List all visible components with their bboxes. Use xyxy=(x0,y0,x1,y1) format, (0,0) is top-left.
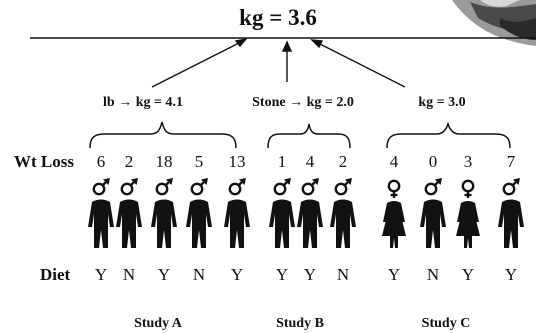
woman-figure-icon xyxy=(382,201,406,248)
diet-value: Y xyxy=(304,265,316,284)
participant: 13Y xyxy=(224,152,250,284)
study-b-name: Study B xyxy=(276,316,324,331)
man-figure-icon xyxy=(186,199,212,248)
study-c-brace xyxy=(386,121,511,149)
wt-loss-value: 0 xyxy=(429,152,438,171)
man-figure-icon xyxy=(420,199,446,248)
male-symbol-icon xyxy=(502,178,520,196)
study-a-name: Study A xyxy=(134,316,183,331)
female-symbol-icon xyxy=(387,179,401,198)
diet-value: Y xyxy=(462,265,474,284)
diet-value: Y xyxy=(388,265,400,284)
male-symbol-icon xyxy=(301,178,319,196)
male-symbol-icon xyxy=(190,178,208,196)
woman-figure-icon xyxy=(456,201,480,248)
male-symbol-icon xyxy=(228,178,246,196)
wt-loss-value: 5 xyxy=(195,152,204,171)
wt-loss-value: 6 xyxy=(97,152,106,171)
convergence-arrows xyxy=(151,37,406,88)
participant: 3Y xyxy=(456,152,480,284)
diet-row-label: Diet xyxy=(40,265,71,284)
diet-value: N xyxy=(123,265,135,284)
man-figure-icon xyxy=(297,199,323,248)
diet-value: N xyxy=(427,265,439,284)
male-symbol-icon xyxy=(155,178,173,196)
participant: 2N xyxy=(116,152,142,284)
wt-loss-value: 18 xyxy=(156,152,173,171)
male-symbol-icon xyxy=(92,178,110,196)
diet-value: Y xyxy=(276,265,288,284)
man-figure-icon xyxy=(116,199,142,248)
study-a-conversion: lb → kg = 4.1 xyxy=(103,95,183,110)
participant: 18Y xyxy=(151,152,177,284)
participant: 4Y xyxy=(297,152,323,284)
man-figure-icon xyxy=(151,199,177,248)
male-symbol-icon xyxy=(424,178,442,196)
participant: 6Y xyxy=(88,152,114,284)
wt-loss-value: 13 xyxy=(229,152,246,171)
male-symbol-icon xyxy=(273,178,291,196)
wt-loss-value: 2 xyxy=(339,152,348,171)
study-c-conversion: kg = 3.0 xyxy=(418,95,465,110)
study-a-brace xyxy=(89,121,237,149)
wt-loss-row-label: Wt Loss xyxy=(14,152,74,171)
wt-loss-value: 1 xyxy=(278,152,287,171)
participant: 0N xyxy=(420,152,446,284)
wt-loss-value: 4 xyxy=(306,152,315,171)
wt-loss-value: 2 xyxy=(125,152,134,171)
wt-loss-value: 4 xyxy=(390,152,399,171)
corner-photo xyxy=(452,0,536,46)
study-c-name: Study C xyxy=(422,316,471,331)
man-figure-icon xyxy=(224,199,250,248)
diet-value: Y xyxy=(95,265,107,284)
diet-value: Y xyxy=(231,265,243,284)
participant: 2N xyxy=(330,152,356,284)
pooled-estimate-title: kg = 3.6 xyxy=(239,5,317,30)
study-b-brace xyxy=(267,123,351,149)
female-symbol-icon xyxy=(461,179,475,198)
man-figure-icon xyxy=(269,199,295,248)
man-figure-icon xyxy=(498,199,524,248)
participant: 5N xyxy=(186,152,212,284)
study-b-conversion: Stone → kg = 2.0 xyxy=(252,95,354,110)
man-figure-icon xyxy=(88,199,114,248)
male-symbol-icon xyxy=(334,178,352,196)
participant: 7Y xyxy=(498,152,524,284)
male-symbol-icon xyxy=(120,178,138,196)
wt-loss-value: 7 xyxy=(507,152,516,171)
diet-value: N xyxy=(193,265,205,284)
man-figure-icon xyxy=(330,199,356,248)
wt-loss-value: 3 xyxy=(464,152,473,171)
diet-value: N xyxy=(337,265,349,284)
participant: 4Y xyxy=(382,152,406,284)
study-braces xyxy=(89,121,511,149)
diet-value: Y xyxy=(158,265,170,284)
diet-value: Y xyxy=(505,265,517,284)
participant: 1Y xyxy=(269,152,295,284)
